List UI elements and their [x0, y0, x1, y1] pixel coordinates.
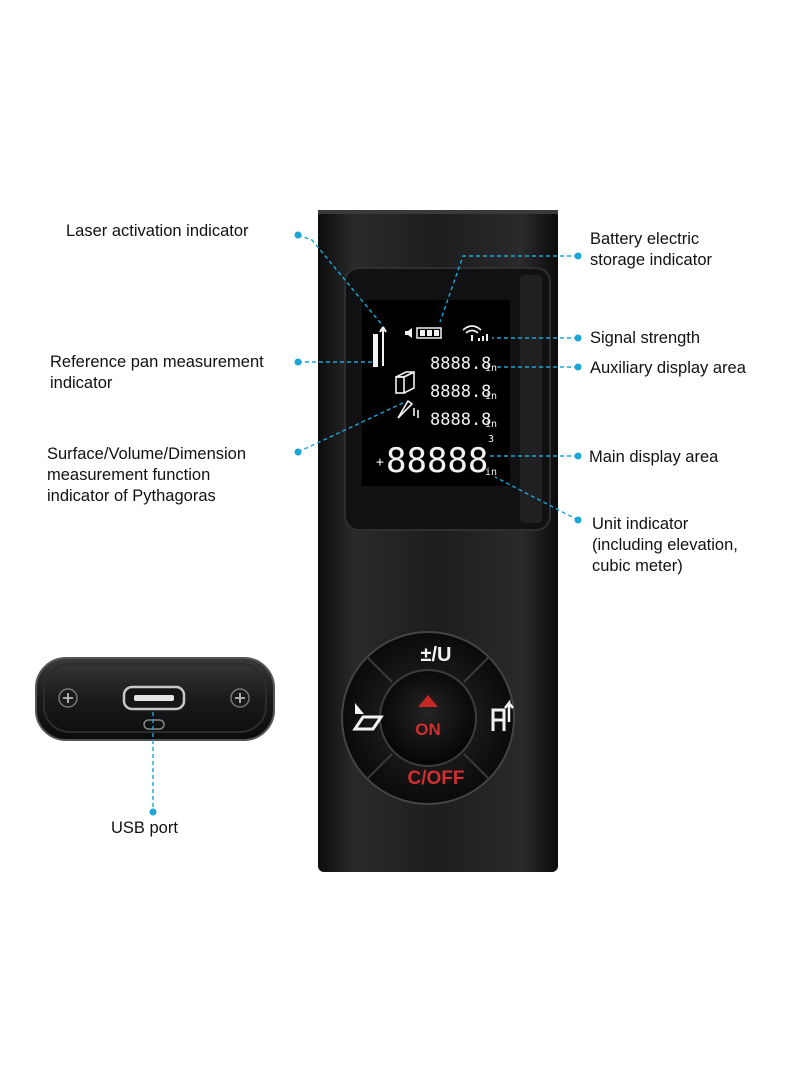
- usb-end-view: [35, 657, 275, 741]
- triangle-icon: [355, 703, 364, 714]
- usb-port-label: USB port: [111, 819, 178, 837]
- aux-value-1: 8888.8: [430, 354, 491, 374]
- signal-icon: [462, 325, 488, 341]
- aux-value-2: 8888.8: [430, 382, 491, 402]
- clear-off-button[interactable]: C/OFF: [408, 768, 465, 789]
- unit-toggle-label: ±/U: [421, 644, 452, 666]
- parallelogram-icon: [352, 715, 384, 731]
- main-display-label: Main display area: [589, 448, 719, 466]
- reference-pan-label: Reference pan measurement indicator: [50, 353, 264, 392]
- button-pad: ON ±/U C/OFF: [341, 631, 515, 805]
- on-button-label: ON: [415, 720, 441, 739]
- led-hole: [143, 719, 165, 730]
- aux-unit-1: in: [485, 363, 497, 374]
- arrow-up-icon: [418, 695, 438, 707]
- unit-indicator-label: Unit indicator (including elevation, cub…: [592, 515, 738, 575]
- screw-right-icon: [230, 688, 250, 708]
- screw-left-icon: [58, 688, 78, 708]
- reference-icon: [491, 708, 506, 731]
- leader-lines: [152, 234, 579, 810]
- on-button[interactable]: ON: [379, 669, 477, 767]
- unit-superscript: 3: [488, 434, 494, 445]
- signal-label: Signal strength: [590, 329, 701, 347]
- clear-off-label: C/OFF: [408, 768, 465, 789]
- auxiliary-label: Auxiliary display area: [590, 359, 746, 377]
- usb-port-icon: [122, 685, 186, 711]
- aux-unit-3: in: [485, 419, 497, 430]
- aux-value-3: 8888.8: [430, 410, 491, 430]
- surface-volume-label: Surface/Volume/Dimension measurement fun…: [47, 445, 247, 505]
- reference-button[interactable]: [491, 699, 514, 731]
- laser-activation-label: Laser activation indicator: [66, 222, 249, 240]
- lcd-display: 8888.8 in 8888.8 in 8888.8 in + 88888 3 …: [373, 325, 497, 481]
- leader-dots: [149, 231, 582, 816]
- main-sign: +: [376, 455, 384, 470]
- function-indicator-icon: [395, 370, 419, 419]
- laser-indicator-icon: [373, 326, 387, 367]
- battery-label: Battery electric storage indicator: [590, 230, 712, 269]
- unit-toggle-button[interactable]: ±/U: [421, 644, 452, 666]
- main-value: 88888: [386, 441, 488, 481]
- battery-icon: [405, 327, 442, 339]
- main-unit: in: [485, 467, 497, 478]
- aux-unit-2: in: [485, 391, 497, 402]
- function-button[interactable]: [352, 703, 384, 731]
